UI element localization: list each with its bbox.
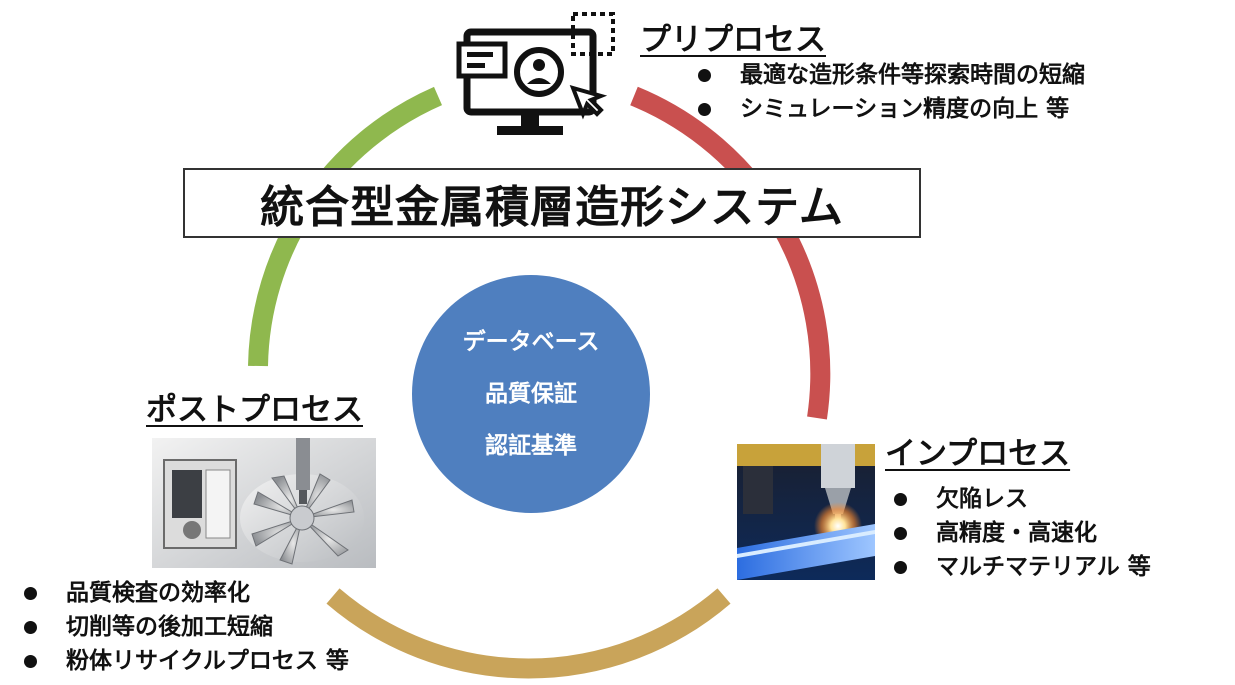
list-item: 最適な造形条件等探索時間の短縮 [694,58,1085,92]
arc-in-to-post [326,588,731,679]
in-process-bullets: 欠陥レス 高精度・高速化 マルチマテリアル 等 [890,482,1151,584]
center-item-database: データベース [462,329,600,355]
list-item: 品質検査の効率化 [20,576,349,610]
bullet-dot [698,103,711,116]
laser-metal-deposition-photo [737,444,875,580]
in-process-heading: インプロセス [885,436,1071,472]
bullet-dot [698,69,711,82]
post-process-bullets: 品質検査の効率化 切削等の後加工短縮 粉体リサイクルプロセス 等 [20,576,349,678]
list-item: 粉体リサイクルプロセス 等 [20,644,349,678]
pre-process-heading: プリプロセス [640,22,826,58]
list-item: マルチマテリアル 等 [890,550,1151,584]
bullet-dot [24,621,37,634]
computer-monitor-user-icon [456,12,615,135]
bullet-dot [894,527,907,540]
bullet-dot [24,587,37,600]
bullet-dot [24,655,37,668]
arc-pre-to-in [630,86,831,420]
bullet-dot [894,493,907,506]
bullet-dot [894,561,907,574]
system-title: 統合型金属積層造形システム [260,182,844,233]
list-item: 欠陥レス [890,482,1151,516]
center-item-quality-assurance: 品質保証 [485,381,577,407]
pre-process-bullets: 最適な造形条件等探索時間の短縮 シミュレーション精度の向上 等 [694,58,1085,126]
post-process-heading: ポストプロセス [146,392,363,428]
list-item: 切削等の後加工短縮 [20,610,349,644]
center-database-circle: データベース 品質保証 認証基準 [412,275,650,513]
cnc-machine-impeller-photo [152,438,376,568]
system-title-box: 統合型金属積層造形システム [183,168,921,238]
center-item-certification: 認証基準 [485,433,577,459]
list-item: 高精度・高速化 [890,516,1151,550]
list-item: シミュレーション精度の向上 等 [694,92,1085,126]
